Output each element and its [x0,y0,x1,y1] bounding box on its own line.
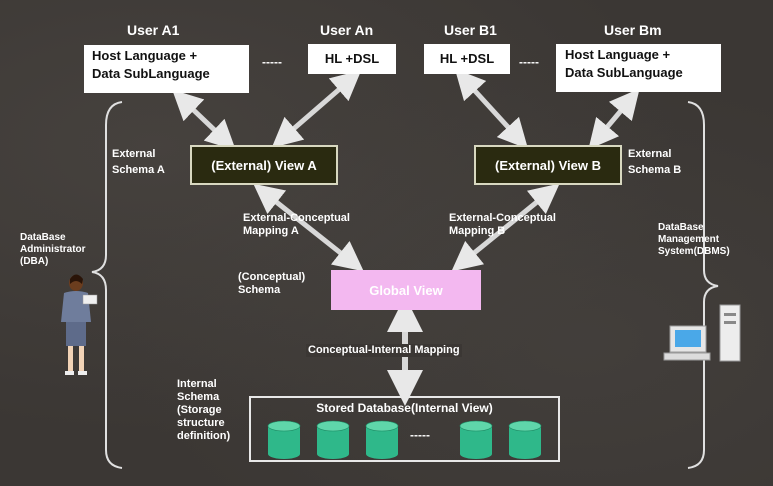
user-bm-box-line2: Data SubLanguage [565,65,683,80]
database-cylinder-icon [365,420,399,459]
dba-line3: (DBA) [20,256,49,267]
user-an-language-box: HL +DSL [308,44,396,74]
internal-schema-line1: Internal [177,378,217,390]
dba-brace [91,101,123,469]
ec-mapping-a-line2: Mapping A [243,225,299,237]
dbms-line3: System(DBMS) [658,246,730,257]
arrow-a1-view-a [172,89,236,151]
user-an-box-text: HL +DSL [324,51,380,66]
user-an-label: User An [320,22,374,38]
user-bm-label: User Bm [604,22,662,38]
arrow-view-b-global [451,183,560,272]
external-schema-b-line2: Schema B [628,164,682,176]
dbms-line2: Management [658,234,720,245]
external-schema-b-line1: External [628,148,672,160]
stored-database-box [249,396,560,462]
arrow-b1-view-b [454,68,529,150]
global-view-box: Global View [331,270,481,310]
dba-line1: DataBase [20,232,66,243]
database-cylinder-icon [267,420,301,459]
arrow-an-view-a [271,70,362,148]
cylinder-layer [267,420,542,459]
user-b1-label: User B1 [444,22,497,38]
global-view-label: Global View [369,282,443,298]
ec-mapping-b-line2: Mapping B [449,225,506,237]
database-cylinder-icon [508,420,542,459]
external-schema-a-line1: External [112,148,156,160]
conceptual-schema-label: (Conceptual) Schema [238,271,305,297]
internal-schema-line2: Schema [177,391,220,403]
user-bm-box-line1: Host Language + [565,47,671,62]
external-view-a-box: (External) View A [190,145,338,185]
internal-schema-line4: structure [177,417,225,429]
dbms-line1: DataBase [658,222,704,233]
dbms-brace [687,101,719,469]
arrow-bm-view-b [588,88,640,150]
user-a1-box-line1: Host Language + [92,48,198,63]
internal-schema-line3: (Storage [177,404,222,416]
ec-mapping-b-label: External-Conceptual Mapping B [449,212,556,238]
dba-line2: Administrator [20,244,86,255]
external-schema-b-label: External Schema B [628,148,681,177]
user-b1-box-text: HL +DSL [439,51,495,66]
user-a1-language-box: Host Language + Data SubLanguage [84,45,249,93]
ec-mapping-a-line1: External-Conceptual [243,212,350,224]
users-b-separator: ----- [519,55,539,69]
arrow-view-a-global [253,183,364,272]
user-a1-label: User A1 [127,22,180,38]
user-bm-language-box: Host Language + Data SubLanguage [556,44,721,92]
user-b1-language-box: HL +DSL [424,44,510,74]
stored-database-title: Stored Database(Internal View) [316,401,493,415]
dba-label: DataBase Administrator (DBA) [20,232,86,268]
database-cylinder-icon [316,420,350,459]
external-schema-a-label: External Schema A [112,148,165,177]
external-view-a-label: (External) View A [211,157,317,173]
external-schema-a-line2: Schema A [112,164,165,176]
user-a1-box-line2: Data SubLanguage [92,66,210,81]
dbms-computer-figure [663,304,741,362]
database-cylinder-icon [459,420,493,459]
internal-schema-line5: definition) [177,430,231,442]
conceptual-schema-line1: (Conceptual) [238,271,306,283]
conceptual-schema-line2: Schema [238,284,281,296]
external-view-b-label: (External) View B [495,157,601,173]
dbms-label: DataBase Management System(DBMS) [658,222,730,258]
ec-mapping-b-line1: External-Conceptual [449,212,556,224]
dba-person-figure [61,274,98,375]
ec-mapping-a-label: External-Conceptual Mapping A [243,212,350,238]
external-view-b-box: (External) View B [474,145,622,185]
stored-separator: ----- [410,428,430,442]
ci-mapping-label: Conceptual-Internal Mapping [306,344,462,357]
internal-schema-label: Internal Schema (Storage structure defin… [177,378,230,443]
users-a-separator: ----- [262,55,282,69]
